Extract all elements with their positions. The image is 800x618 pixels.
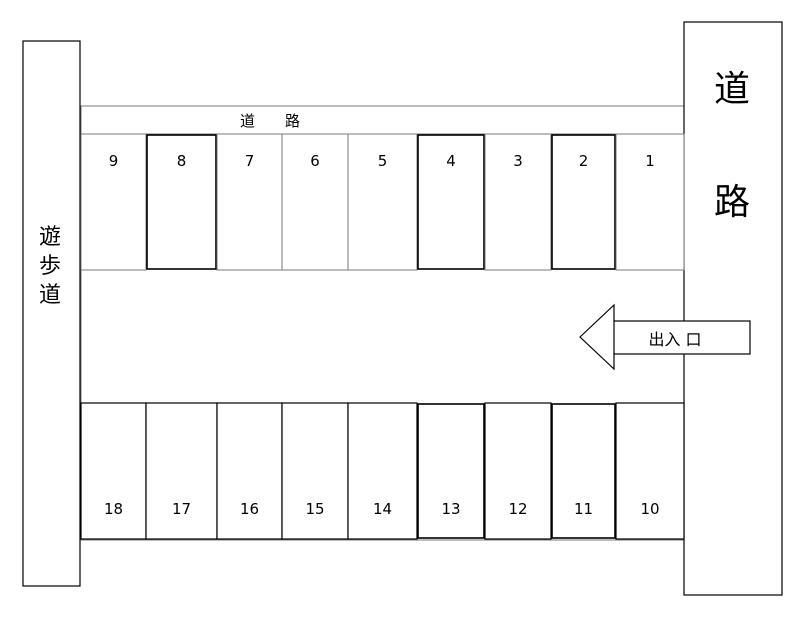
entrance-label: 出入 口 [648,330,701,349]
bottom-row-spaces: 18 17 16 15 14 13 12 11 10 [80,402,685,540]
parking-space-15 [281,402,349,540]
parking-space-number: 13 [441,500,460,518]
right-road-char-2: 路 [714,182,750,223]
parking-space-number: 17 [172,500,191,518]
parking-space-1 [615,133,685,271]
parking-space-13 [417,403,485,539]
walkway-strip [22,40,81,587]
parking-space-number: 5 [378,152,388,170]
parking-space-10 [615,402,685,540]
parking-space-number: 2 [579,152,589,170]
parking-space-4 [417,134,485,270]
parking-space-18 [80,402,147,540]
top-road-label: 道 路 [240,112,300,130]
top-row-spaces: 9 8 7 6 5 4 3 2 1 [80,133,685,271]
parking-space-17 [145,402,218,540]
parking-space-12 [484,402,552,540]
parking-space-number: 3 [513,152,523,170]
parking-space-11 [551,403,616,539]
parking-space-9 [80,133,147,271]
parking-space-number: 1 [645,152,655,170]
parking-space-number: 6 [310,152,320,170]
parking-space-number: 18 [104,500,123,518]
parking-space-2 [551,134,616,270]
right-road-char-1: 道 [714,69,750,110]
entrance-sign [613,320,751,355]
top-road-strip [80,105,685,135]
walkway-char-1: 遊 [39,225,61,250]
parking-space-number: 16 [240,500,259,518]
parking-space-number: 12 [508,500,527,518]
parking-space-14 [347,402,418,540]
parking-space-6 [281,133,349,271]
parking-space-7 [216,133,283,271]
walkway-char-3: 道 [39,283,61,308]
walkway-char-2: 歩 [39,254,61,279]
parking-space-8 [146,134,217,270]
parking-space-number: 9 [109,152,119,170]
parking-space-number: 14 [373,500,392,518]
parking-space-number: 10 [640,500,659,518]
parking-space-3 [484,133,552,271]
parking-space-number: 11 [574,500,593,518]
parking-space-number: 15 [305,500,324,518]
parking-space-number: 8 [177,152,187,170]
parking-space-number: 4 [446,152,456,170]
parking-space-5 [347,133,418,271]
right-road-strip [683,21,783,596]
parking-space-number: 7 [245,152,255,170]
parking-space-16 [216,402,283,540]
